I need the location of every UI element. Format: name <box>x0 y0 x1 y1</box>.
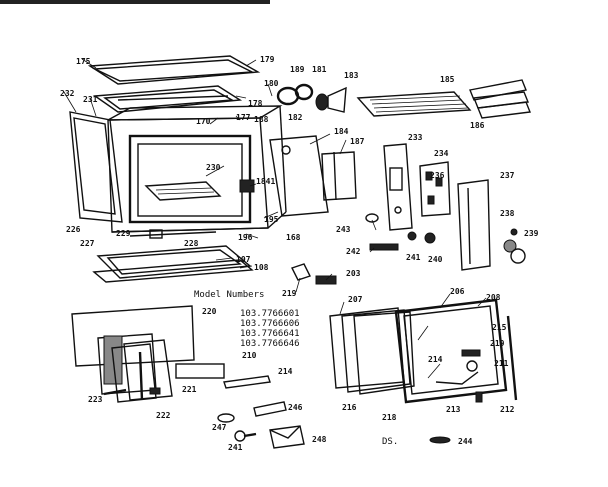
part-label-180: 180 <box>264 79 279 88</box>
part-label-227: 227 <box>80 239 95 248</box>
part-label-244: 244 <box>458 437 473 446</box>
part-label-233: 233 <box>408 133 423 142</box>
part-label-242: 242 <box>346 247 361 256</box>
part-label-214-left: 214 <box>278 367 293 376</box>
part-label-239: 239 <box>524 229 539 238</box>
top-cover <box>81 55 261 85</box>
side-trim-237 <box>457 179 491 271</box>
fittings-203-209 <box>291 263 337 285</box>
part-label-218: 218 <box>382 413 397 422</box>
part-label-234: 234 <box>434 149 449 158</box>
part-label-231: 231 <box>83 95 98 104</box>
valves <box>365 213 436 251</box>
part-label-185: 185 <box>440 75 455 84</box>
part-label-182: 182 <box>288 113 303 122</box>
burner-frame <box>92 85 243 113</box>
part-label-175: 175 <box>76 57 91 66</box>
model-numbers-block: Model Numbers 103.7766601 103.7766606 10… <box>194 290 300 349</box>
part-label-184: 184 <box>334 127 349 136</box>
part-label-211: 211 <box>494 359 509 368</box>
oven-door-assembly <box>329 298 518 404</box>
part-label-107: 107 <box>236 255 251 264</box>
part-label-222: 222 <box>156 411 171 420</box>
part-label-237: 237 <box>500 171 515 180</box>
part-label-177: 177 <box>236 113 251 122</box>
part-label-221: 221 <box>182 385 197 394</box>
door-panels-221-222 <box>111 339 225 403</box>
part-label-236: 236 <box>430 171 445 180</box>
part-label-229: 229 <box>116 229 131 238</box>
part-label-196: 196 <box>238 233 253 242</box>
part-241-248 <box>234 425 305 449</box>
part-label-108: 108 <box>254 263 269 272</box>
part-223 <box>103 388 127 396</box>
part-label-223: 223 <box>88 395 103 404</box>
part-label-219-right: 219 <box>490 339 505 348</box>
part-label-246: 246 <box>288 403 303 412</box>
part-label-187: 187 <box>350 137 365 146</box>
part-label-232: 232 <box>60 89 75 98</box>
model-number-3: 103.7766641 <box>240 329 300 339</box>
part-label-238: 238 <box>500 209 515 218</box>
part-label-188-upper: 188 <box>254 115 269 124</box>
ds-label: DS. <box>382 437 398 447</box>
part-label-170: 170 <box>196 117 211 126</box>
part-label-248: 248 <box>312 435 327 444</box>
part-label-230: 230 <box>206 163 221 172</box>
part-label-212: 212 <box>500 405 515 414</box>
part-label-247: 247 <box>212 423 227 432</box>
knobs <box>503 228 526 264</box>
part-label-183: 183 <box>344 71 359 80</box>
model-number-4: 103.7766646 <box>240 339 300 349</box>
part-label-214-right: 214 <box>428 355 443 364</box>
burner-183 <box>315 86 347 113</box>
model-number-1: 103.7766601 <box>240 309 300 319</box>
part-label-220: 220 <box>202 307 217 316</box>
part-label-215: 215 <box>492 323 507 332</box>
part-label-195: 195 <box>264 215 279 224</box>
header-remnant <box>0 0 270 4</box>
part-label-241-lower: 241 <box>228 443 243 452</box>
model-number-2: 103.7766606 <box>240 319 300 329</box>
back-panel-184 <box>269 135 329 217</box>
part-label-240: 240 <box>428 255 443 264</box>
part-label-213: 213 <box>446 405 461 414</box>
part-label-241: 241 <box>406 253 421 262</box>
part-label-216: 216 <box>342 403 357 412</box>
part-label-208: 208 <box>486 293 501 302</box>
broiler-rack-185 <box>356 91 472 117</box>
part-label-178: 178 <box>248 99 263 108</box>
control-panel-233 <box>383 143 413 231</box>
part-label-219-upper: 219 <box>282 289 297 298</box>
part-label-1841: 1841 <box>256 177 275 186</box>
part-label-206: 206 <box>450 287 465 296</box>
bracket-187 <box>321 151 357 201</box>
part-label-181: 181 <box>312 65 327 74</box>
part-label-228: 228 <box>184 239 199 248</box>
hinge-parts <box>217 401 287 423</box>
burner-rings <box>267 83 314 106</box>
clock-panel-234 <box>419 161 451 217</box>
vent-louvers-188 <box>469 79 531 119</box>
part-label-207: 207 <box>348 295 363 304</box>
part-label-210: 210 <box>242 351 257 360</box>
door-handle-214 <box>223 375 271 389</box>
part-label-226: 226 <box>66 225 81 234</box>
part-label-179: 179 <box>260 55 275 64</box>
model-numbers-heading: Model Numbers <box>194 290 264 300</box>
trim-168 <box>92 259 254 283</box>
part-label-186: 186 <box>470 121 485 130</box>
part-label-243: 243 <box>336 225 351 234</box>
range-body <box>107 105 287 233</box>
leader-lines <box>205 95 487 315</box>
left-side-panel <box>63 91 123 223</box>
part-244 <box>429 436 451 444</box>
door-front-220 <box>71 305 195 395</box>
part-label-203: 203 <box>346 269 361 278</box>
part-label-189: 189 <box>290 65 305 74</box>
part-label-168: 168 <box>286 233 301 242</box>
